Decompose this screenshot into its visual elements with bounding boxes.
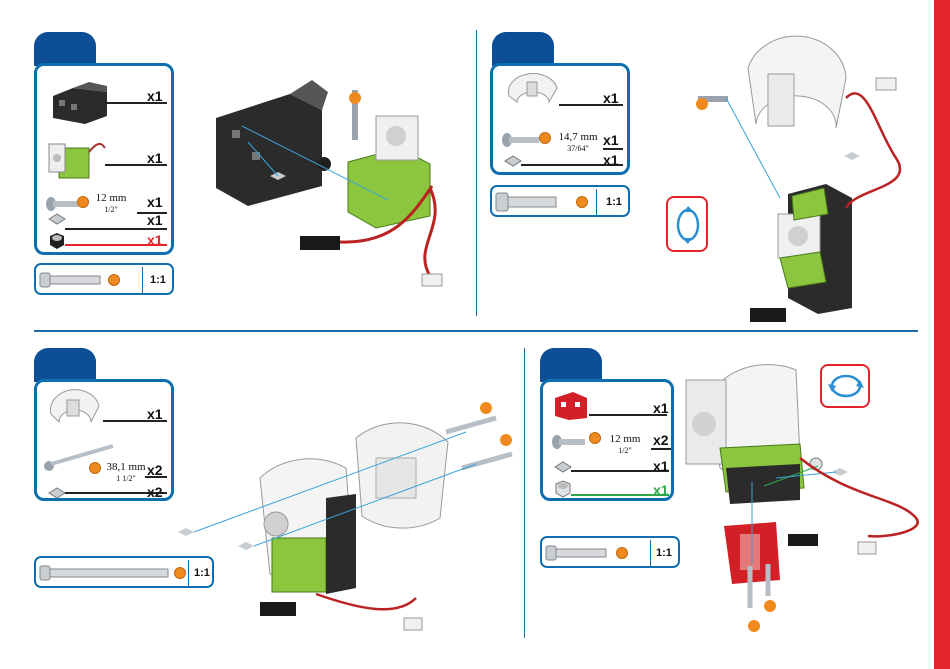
wheel-half-icon [505, 72, 561, 108]
part-qty: x1 [653, 482, 669, 498]
step-tab [34, 348, 96, 382]
part-qty: x1 [147, 194, 163, 210]
red-bracket-icon [553, 390, 589, 422]
part-qty: x1 [147, 406, 163, 422]
screw-12mm-icon [45, 196, 81, 212]
screw-size: 12 mm 1/2" [605, 434, 645, 456]
part-qty: x1 [653, 458, 669, 474]
part-qty: x1 [147, 212, 163, 228]
parts-box: x1 38,1 mm 1 1/2" x2 x2 [34, 379, 174, 501]
part-label-tag [108, 274, 120, 286]
section-divider-horizontal [34, 330, 918, 332]
servo-bracket-icon [49, 78, 109, 126]
part-qty: x2 [147, 484, 163, 500]
step-tab [540, 348, 602, 382]
scale-box: 1:1 [34, 263, 174, 295]
screw-size: 14,7 mm 37/64" [555, 132, 601, 154]
assembly-illustration-step-4 [680, 358, 930, 638]
scale-divider [596, 189, 597, 215]
part-underline [603, 148, 623, 150]
part-qty: x2 [147, 462, 163, 478]
screw-size: 12 mm 1/2" [91, 193, 131, 215]
assembly-illustration-step-1 [212, 76, 472, 296]
screw-scale-icon [546, 545, 610, 561]
step-tab [34, 32, 96, 66]
screw-12mm-icon [551, 434, 587, 450]
part-underline [65, 228, 167, 230]
part-qty: x2 [653, 432, 669, 448]
part-label-tag [539, 132, 551, 144]
part-qty: x1 [147, 232, 163, 248]
part-label-tag [576, 196, 588, 208]
scale-divider [142, 267, 143, 293]
scale-divider [650, 540, 651, 566]
square-nut-icon [47, 212, 67, 226]
scale-ratio: 1:1 [606, 196, 622, 208]
screw-size: 38,1 mm 1 1/2" [105, 462, 147, 484]
part-qty: x1 [147, 88, 163, 104]
square-nut-icon [553, 460, 573, 474]
screw-scale-icon [40, 272, 104, 288]
step-tab [492, 32, 554, 66]
part-qty: x1 [603, 132, 619, 148]
square-nut-icon [503, 154, 523, 168]
scale-box: 1:1 [490, 185, 630, 217]
lock-nut-icon [47, 232, 67, 250]
part-qty: x1 [603, 90, 619, 106]
part-label-tag [616, 547, 628, 559]
servo-motor-icon [45, 138, 107, 184]
scale-box: 1:1 [540, 536, 680, 568]
page-edge-bar [934, 0, 950, 669]
part-qty: x1 [147, 150, 163, 166]
part-underline [651, 448, 671, 450]
screw-scale-icon [40, 565, 170, 581]
scale-ratio: 1:1 [656, 547, 672, 559]
part-qty: x1 [653, 400, 669, 416]
parts-box: x1 x1 12 mm 1/2" x1 x1 x1 [34, 63, 174, 255]
part-label-tag [89, 462, 101, 474]
lock-nut-icon [553, 480, 573, 498]
assembly-illustration-step-2 [696, 38, 926, 328]
part-qty: x1 [603, 152, 619, 168]
square-nut-icon [47, 486, 67, 500]
assembly-illustration-step-3 [176, 398, 522, 638]
part-label-tag [589, 432, 601, 444]
screw-14mm-icon [501, 132, 541, 148]
part-label-tag [77, 196, 89, 208]
scale-ratio: 1:1 [150, 274, 166, 286]
section-divider-vertical-bottom [524, 348, 525, 638]
screw-scale-icon [496, 192, 560, 212]
parts-box: x1 14,7 mm 37/64" x1 x1 [490, 63, 630, 175]
wheel-half-icon [47, 388, 103, 432]
parts-box: x1 12 mm 1/2" x2 x1 x1 [540, 379, 674, 501]
section-divider-vertical-top [476, 30, 477, 316]
